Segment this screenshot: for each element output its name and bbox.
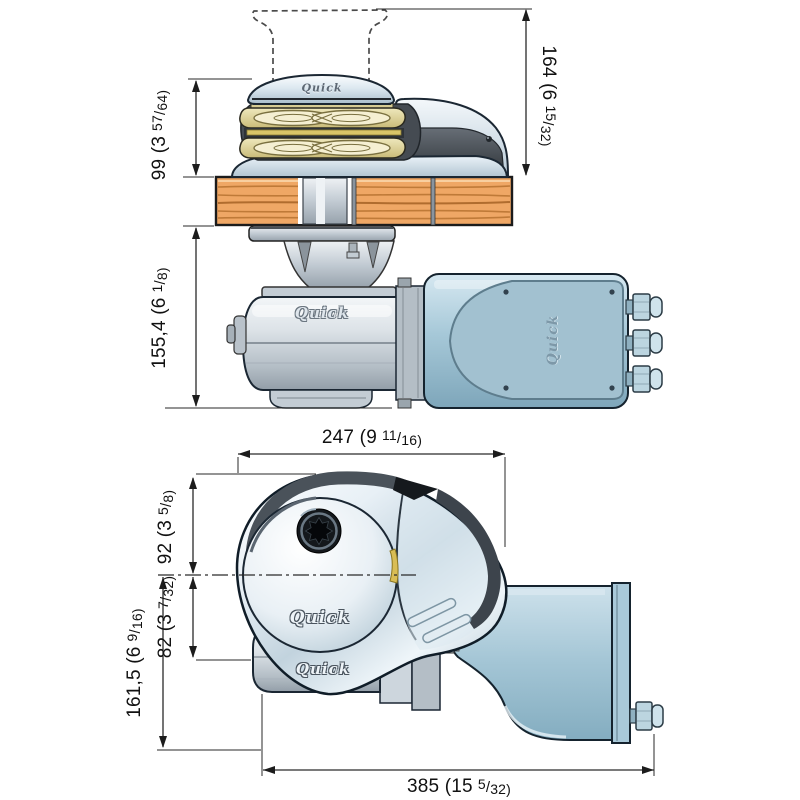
fraction-numerator: 9: [124, 633, 140, 642]
deck-flange: [248, 225, 396, 242]
cable-gland: [629, 701, 664, 731]
dim-centerline-to-gearbox: 82 (3 7/32): [155, 576, 177, 659]
deck-plank: [214, 175, 514, 227]
side-view: [214, 9, 663, 409]
dim-value: 92 (3: [155, 519, 176, 565]
pedestal-neck: [283, 240, 395, 289]
motor-coupling-flange: [395, 277, 427, 409]
cable-gland: [625, 293, 663, 321]
brand-logo-dome: Quick: [289, 608, 351, 628]
fraction-denominator: 32): [490, 781, 512, 797]
brand-logo-motor-panel: Quick: [545, 314, 561, 366]
base-plate: [230, 154, 509, 178]
fraction-denominator: 8): [154, 267, 170, 281]
fraction-slash: /: [158, 502, 175, 507]
dim-centerline-to-motor-end: 161,5 (6 9/16): [124, 608, 146, 718]
fraction-denominator: 64): [154, 89, 170, 111]
housing-screw: [486, 136, 492, 142]
motor-end-panel: [448, 280, 624, 400]
fraction-slash: /: [152, 280, 169, 285]
clutch-star-socket: [296, 508, 342, 554]
fraction-denominator: 16): [401, 432, 423, 448]
plan-view: [158, 471, 664, 744]
through-deck-shaft: [298, 177, 436, 226]
cable-gland: [625, 365, 663, 393]
fraction-numerator: 5: [155, 506, 171, 515]
gypsy-chain-gap: [244, 128, 404, 138]
fraction-denominator: 8): [160, 489, 176, 503]
fraction-slash: /: [485, 779, 491, 796]
fraction-denominator: 16): [129, 608, 145, 630]
fraction-numerator: 11: [381, 427, 397, 443]
dim-value: 99 (3: [149, 135, 170, 181]
grip-slots: [407, 597, 472, 644]
fraction-numerator: 57: [149, 114, 165, 131]
fraction-slash: /: [158, 596, 175, 601]
oval-cover: [235, 471, 508, 696]
top-cap: [246, 73, 396, 105]
fraction-numerator: 5: [477, 776, 486, 792]
fraction-numerator: 15: [543, 105, 559, 122]
dim-value: 161,5 (6: [124, 646, 145, 718]
fraction-numerator: 7: [155, 600, 171, 609]
optional-drum-phantom-outline: [251, 9, 389, 84]
dim-centerline-to-front: 92 (3 5/8): [155, 490, 177, 565]
dim-total-height-with-drum: 164 (615/32): [537, 45, 559, 146]
fraction-denominator: 32): [538, 125, 554, 147]
dim-value: 164 (6: [538, 45, 559, 101]
fraction-slash: /: [127, 629, 144, 634]
dimension-lines: [157, 8, 655, 776]
brand-logo-cap: Quick: [301, 81, 343, 95]
dim-value: 82 (3: [155, 613, 176, 659]
dim-depth-below-deck: 155,4 (6 1/8): [149, 267, 171, 369]
fraction-slash: /: [152, 110, 169, 115]
gearbox-side: [226, 286, 399, 409]
dim-value: 155,4 (6: [149, 297, 170, 369]
dim-value: 385 (15: [406, 776, 473, 797]
cable-gland: [625, 329, 663, 357]
brand-logo-gearbox-side: Quick: [294, 304, 350, 322]
gypsy-lower-disc: [239, 137, 406, 159]
fraction-numerator: 1: [149, 284, 165, 293]
fraction-denominator: 32): [160, 575, 176, 597]
gypsy-upper-disc: [239, 107, 406, 129]
brand-logo-gearbox-plan: Quick: [295, 660, 351, 678]
motor-side: [423, 273, 663, 409]
dim-height-above-deck: 99 (3 57/64): [149, 90, 171, 181]
dimension-arrows: [159, 9, 654, 774]
fraction-slash: /: [396, 430, 402, 447]
dim-value: 247 (9: [321, 427, 377, 448]
